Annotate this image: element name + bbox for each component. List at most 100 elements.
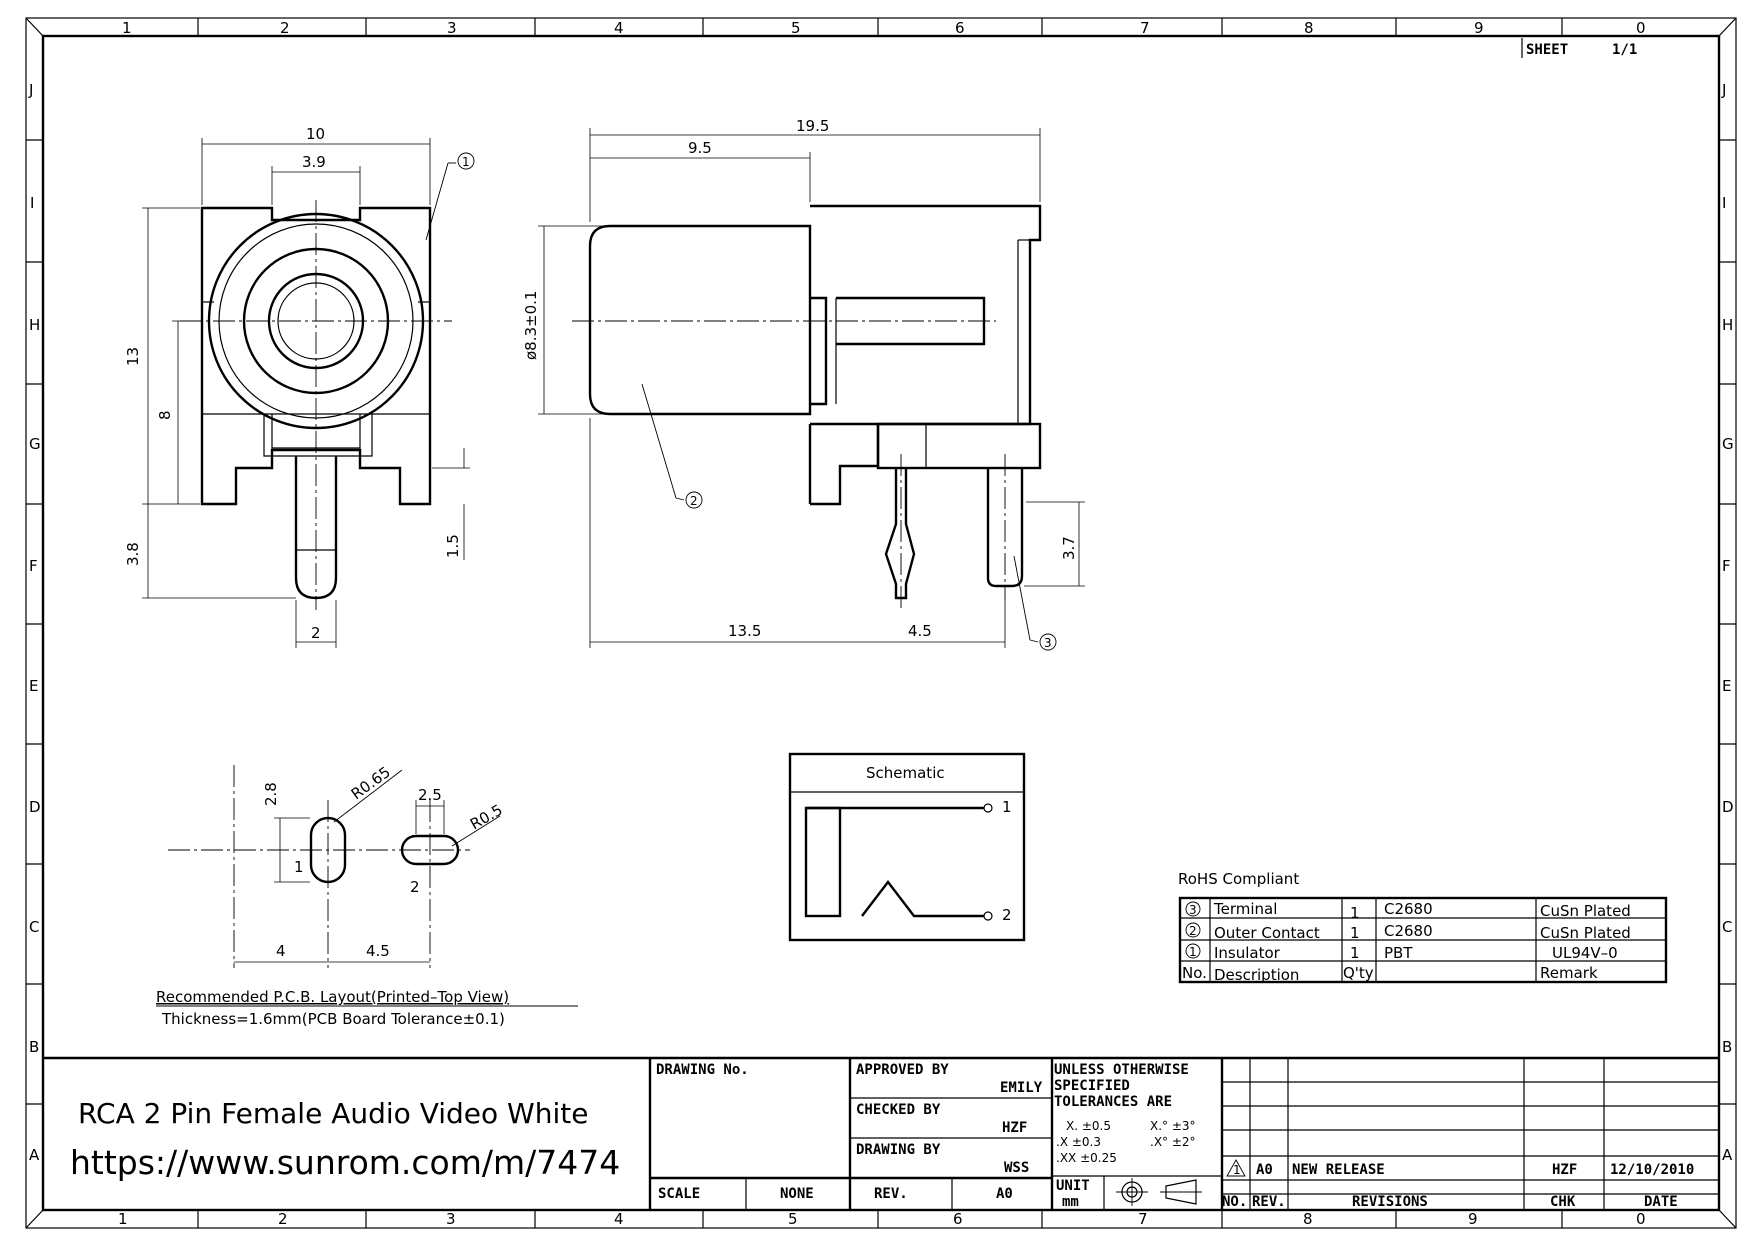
zone-row-g-right: G [1722,435,1734,453]
zone-row-g: G [29,435,41,453]
rohs-label: RoHS Compliant [1178,870,1299,888]
zone-ticks [26,18,1736,1228]
rev-header-rev: REV. [1252,1194,1286,1210]
front-view: 10 3.9 13 8 3.8 1.5 2 1 [124,125,475,648]
rev-row-no: 1 [1233,1163,1241,1177]
zone-row-a: A [29,1146,40,1164]
tolerance-line-2: SPECIFIED [1054,1078,1130,1094]
unit-label: UNIT [1056,1178,1090,1194]
pcb-caption-1: Recommended P.C.B. Layout(Printed–Top Vi… [156,988,509,1006]
tolerance-xxx: .XX ±0.25 [1056,1151,1117,1165]
zone-row-b-right: B [1722,1038,1732,1056]
bom-header-desc: Description [1214,966,1299,984]
drawing-by-label: DRAWING BY [856,1142,941,1158]
dim-8: 8 [156,410,174,420]
bom-row-1-mat: PBT [1384,944,1413,962]
zone-row-b: B [29,1038,39,1056]
scale-label: SCALE [658,1186,700,1202]
zone-row-h-right: H [1722,316,1733,334]
dim-2-8: 2.8 [262,782,280,806]
zone-row-j: J [28,81,33,99]
bom-row-2-no: 2 [1189,924,1197,938]
tolerance-angle-2: .X° ±2° [1150,1135,1196,1149]
pad-1 [309,816,347,884]
zone-row-f-right: F [1722,557,1731,575]
bom-row-1-qty: 1 [1350,944,1360,962]
zone-col-1-bottom: 1 [118,1210,128,1228]
rev-header-revisions: REVISIONS [1352,1194,1428,1210]
dim-r05: R0.5 [467,801,506,834]
bom-header-remark: Remark [1540,964,1598,982]
rev-row-code: A0 [1256,1162,1273,1178]
zone-row-j-right: J [1721,81,1726,99]
dim-2-5: 2.5 [418,786,442,804]
bom-header-qty: Q'ty [1343,964,1374,982]
bom-row-2-remark: CuSn Plated [1540,924,1631,942]
dim-3-8: 3.8 [124,542,142,566]
callout-3: 3 [1044,636,1052,650]
tolerance-line-1: UNLESS OTHERWISE [1054,1062,1189,1078]
approved-by-name: EMILY [1000,1080,1043,1096]
checked-by-label: CHECKED BY [856,1102,941,1118]
callout-1: 1 [462,155,470,169]
product-url[interactable]: https://www.sunrom.com/m/7474 [70,1143,620,1182]
dim-4: 4 [276,942,286,960]
bom-row-3-remark: CuSn Plated [1540,902,1631,920]
title-block: RCA 2 Pin Female Audio Video White https… [43,1056,1719,1210]
bom-row-1-no: 1 [1189,945,1197,959]
scale-value: NONE [780,1186,814,1202]
drawing-no-label: DRAWING No. [656,1062,749,1078]
outer-frame [25,17,1737,1229]
sheet-value: 1/1 [1612,42,1637,58]
dim-2: 2 [311,624,321,642]
zone-row-a-right: A [1722,1146,1733,1164]
rev-row-date: 12/10/2010 [1610,1162,1694,1178]
schematic-pin-2: 2 [1002,906,1012,924]
tolerance-x: X. ±0.5 [1066,1119,1111,1133]
zone-col-3: 3 [447,19,457,37]
side-view: 19.5 9.5 ø8.3±0.1 13.5 4.5 3.7 2 3 [522,117,1085,651]
rev-row-desc: NEW RELEASE [1292,1162,1385,1178]
pcb-caption-2: Thickness=1.6mm(PCB Board Tolerance±0.1) [161,1010,505,1028]
unit-value: mm [1062,1194,1079,1210]
dim-diameter: ø8.3±0.1 [522,291,540,360]
zone-row-e: E [29,677,38,695]
zone-col-9: 9 [1474,19,1484,37]
zone-row-f: F [29,557,38,575]
zone-col-6-bottom: 6 [953,1210,963,1228]
schematic-sleeve [804,806,842,918]
dim-3-9: 3.9 [302,153,326,171]
zone-col-7-bottom: 7 [1138,1210,1148,1228]
checked-by-name: HZF [1002,1120,1027,1136]
bom-row-2-mat: C2680 [1384,922,1433,940]
bom-header-no: No. [1182,964,1207,982]
dim-1-5: 1.5 [444,534,462,558]
schematic-box: Schematic 1 2 [788,752,1026,942]
approved-by-label: APPROVED BY [856,1062,949,1078]
dim-19-5: 19.5 [796,117,829,135]
bom-row-3-qty: 1 [1350,904,1360,922]
dim-13-5: 13.5 [728,622,761,640]
tolerance-line-3: TOLERANCES ARE [1054,1094,1172,1110]
zone-col-0: 0 [1636,19,1646,37]
bom-row-3-mat: C2680 [1384,900,1433,918]
bom-row-1-desc: Insulator [1214,944,1281,962]
bom-row-2-desc: Outer Contact [1214,924,1320,942]
schematic-title: Schematic [866,764,945,782]
dim-13: 13 [124,347,142,366]
zone-row-c-right: C [1722,918,1732,936]
bom-row-3-desc: Terminal [1213,900,1277,918]
zone-col-2-bottom: 2 [278,1210,288,1228]
bom-row-3-no: 3 [1189,903,1197,917]
pad-2-label: 2 [410,878,420,896]
zone-row-e-right: E [1722,677,1731,695]
zone-col-0-bottom: 0 [1636,1210,1646,1228]
zone-row-d-right: D [1722,798,1734,816]
inner-frame [41,34,1721,1212]
tolerance-xx: .X ±0.3 [1056,1135,1101,1149]
dim-4-5-pcb: 4.5 [366,942,390,960]
zone-row-i-right: I [1722,194,1726,212]
dim-9-5: 9.5 [688,139,712,157]
pad-2 [400,834,460,866]
